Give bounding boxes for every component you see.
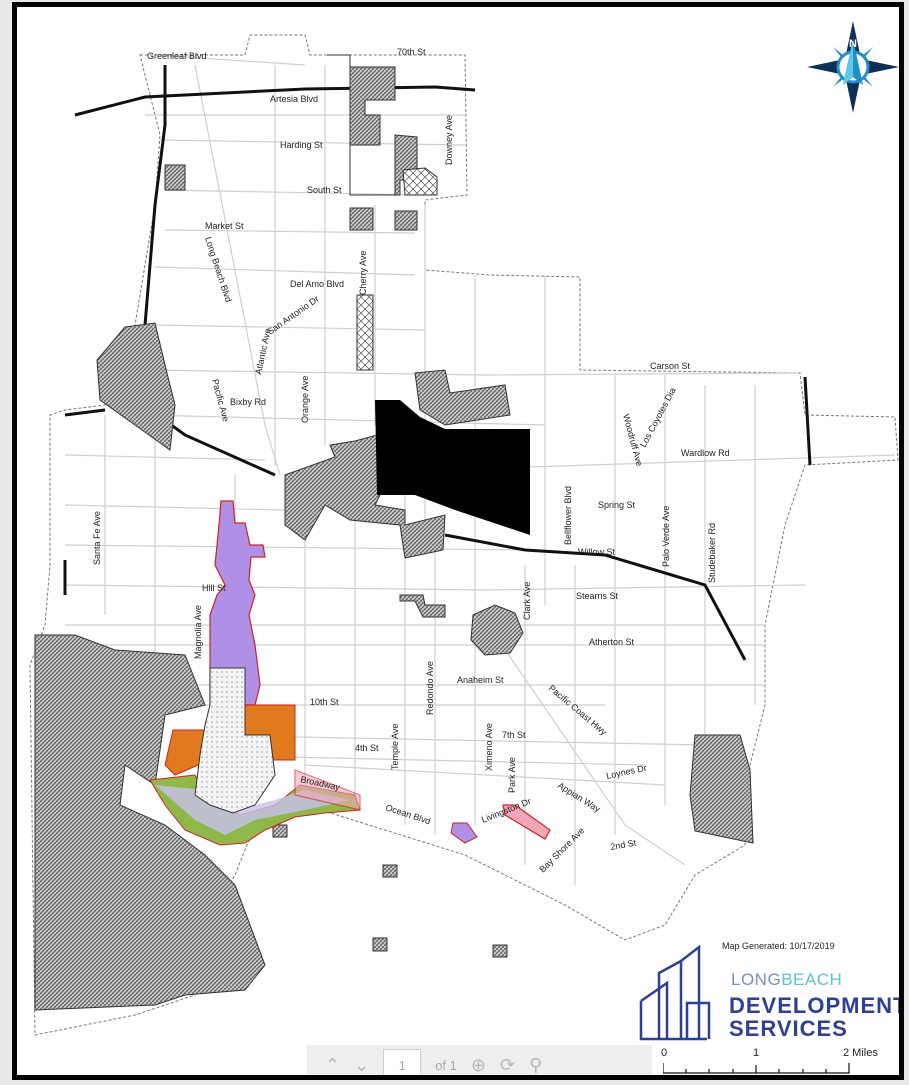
label-cherry: Cherry Ave <box>358 251 368 295</box>
label-appian: Appian Way <box>556 780 603 814</box>
label-del-amo: Del Amo Blvd <box>290 279 344 289</box>
label-4th: 4th St <box>355 743 379 753</box>
label-market: Market St <box>205 221 244 231</box>
logo-long-beach: LONGBEACH <box>731 970 842 990</box>
label-santa-fe: Santa Fe Ave <box>92 511 102 565</box>
airport-area <box>375 400 530 535</box>
label-harding: Harding St <box>280 140 323 150</box>
label-studebaker: Studebaker Rd <box>707 523 717 583</box>
logo-long: LONG <box>731 970 782 989</box>
scale-bar: 0 1 2 Miles <box>657 1045 897 1075</box>
label-palo-verde: Palo Verde Ave <box>661 506 671 567</box>
refresh-icon[interactable]: ⟳ <box>499 1054 516 1075</box>
scale-ticks <box>663 1063 850 1074</box>
label-downey: Downey Ave <box>444 115 454 165</box>
label-wardlow: Wardlow Rd <box>681 448 730 458</box>
map-frame: Greenleaf Blvd 70th St Artesia Blvd Hard… <box>12 2 904 1080</box>
building-logo-icon <box>639 944 711 1041</box>
viewer-toolbar: ⌃ ⌄ 1 of 1 ⊕ ⟳ ⚲ <box>307 1045 652 1075</box>
scale-two: 2 Miles <box>843 1047 878 1059</box>
label-ocean: Ocean Blvd <box>384 802 431 826</box>
label-atherton: Atherton St <box>589 637 635 647</box>
zoom-in-icon[interactable]: ⊕ <box>470 1054 486 1075</box>
label-magnolia: Magnolia Ave <box>193 605 203 659</box>
page-number-input[interactable]: 1 <box>383 1049 422 1075</box>
label-hill: Hill St <box>202 583 226 593</box>
zoning-map[interactable]: Greenleaf Blvd 70th St Artesia Blvd Hard… <box>17 7 899 1075</box>
logo-development: DEVELOPMENT <box>729 993 904 1018</box>
logo-services: SERVICES <box>729 1016 848 1041</box>
label-greenleaf: Greenleaf Blvd <box>147 51 207 61</box>
search-icon[interactable]: ⚲ <box>529 1054 543 1075</box>
label-orange: Orange Ave <box>300 376 310 423</box>
label-2nd: 2nd St <box>610 838 638 852</box>
city-boundary <box>29 34 899 1036</box>
label-atlantic: Atlantic Ave <box>253 327 273 375</box>
north-letter: N <box>849 38 857 50</box>
map-generated-date: Map Generated: 10/17/2019 <box>722 941 835 951</box>
label-bellflower: Bellflower Blvd <box>563 486 573 545</box>
other-jurisdiction-areas <box>34 54 754 1011</box>
label-willow: Willow St <box>578 547 616 557</box>
label-ximeno: Ximeno Ave <box>484 723 494 771</box>
label-los-coyotes: Los Coyotes Dia <box>638 386 678 449</box>
label-san-antonio: San Antonio Dr <box>265 294 320 337</box>
label-7th: 7th St <box>502 730 526 740</box>
page-count: of 1 <box>435 1057 457 1073</box>
north-arrow-icon: N <box>807 21 899 113</box>
label-bixby: Bixby Rd <box>230 397 266 407</box>
previous-page-icon[interactable]: ⌃ <box>325 1054 341 1075</box>
label-south: South St <box>307 185 342 195</box>
freeways <box>63 65 812 661</box>
scale-zero: 0 <box>661 1047 668 1059</box>
scale-one: 1 <box>753 1047 760 1059</box>
label-park: Park Ave <box>507 757 517 793</box>
label-stearns: Stearns St <box>576 591 619 601</box>
label-70th: 70th St <box>397 47 426 57</box>
label-redondo: Redondo Ave <box>425 661 435 715</box>
label-pch: Pacific Coast Hwy <box>547 683 609 738</box>
label-spring: Spring St <box>598 500 636 510</box>
label-artesia: Artesia Blvd <box>270 94 318 104</box>
label-anaheim: Anaheim St <box>457 675 504 685</box>
label-loynes: Loynes Dr <box>605 763 647 781</box>
label-10th: 10th St <box>310 697 339 707</box>
label-clark: Clark Ave <box>522 582 532 620</box>
label-carson: Carson St <box>650 361 691 371</box>
crosshatch-areas <box>356 167 438 371</box>
next-page-icon[interactable]: ⌄ <box>354 1054 370 1075</box>
logo-beach: BEACH <box>781 970 843 989</box>
downtown-zones <box>149 500 551 846</box>
long-beach-logo: LONGBEACH DEVELOPMENT SERVICES <box>637 943 904 1043</box>
label-temple: Temple Ave <box>390 724 400 770</box>
